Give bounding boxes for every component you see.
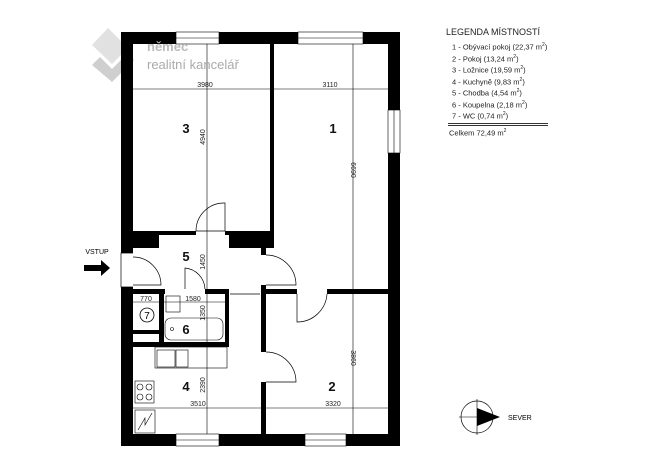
entrance-arrow-icon <box>84 260 110 276</box>
legend-divider <box>448 122 548 126</box>
dim-1350: 1350 <box>200 305 207 321</box>
dim-3110: 3110 <box>322 82 337 89</box>
legend-item: 4 - Kuchyně (9,83 m2) <box>452 76 525 87</box>
dim-1450: 1450 <box>200 254 207 270</box>
dim-6690: 6690 <box>349 162 356 178</box>
room-4-label: 4 <box>182 379 190 394</box>
room-5-label: 5 <box>182 249 189 264</box>
dim-1580: 1580 <box>185 296 201 303</box>
dim-3320: 3320 <box>325 401 341 408</box>
washbasin <box>165 295 181 313</box>
dim-4940: 4940 <box>200 129 207 145</box>
legend-item: 6 - Koupelna (2,18 m2) <box>452 99 528 110</box>
walls <box>121 32 400 446</box>
room-7-circle <box>139 307 155 323</box>
compass-icon <box>459 399 500 435</box>
dim-3860: 3860 <box>349 350 356 366</box>
room-legend: LEGENDA MÍSTNOSTÍ 1 - Obývací pokoj (22,… <box>446 27 548 137</box>
legend-total: Celkem 72,49 m2 <box>449 127 507 138</box>
sink <box>156 349 176 368</box>
bathtub <box>164 317 224 341</box>
windows <box>175 31 401 447</box>
room-1-label: 1 <box>329 121 336 136</box>
dimension-lines <box>133 44 388 434</box>
legend-item: 2 - Pokoj (13,24 m2) <box>452 53 519 64</box>
dim-3980: 3980 <box>197 82 213 89</box>
dim-770: 770 <box>140 296 152 303</box>
legend-item: 5 - Chodba (4,54 m2) <box>452 88 522 98</box>
room-7-label: 7 <box>144 311 150 322</box>
legend-item: 1 - Obývací pokoj (22,37 m2) <box>452 42 548 52</box>
legend-title: LEGENDA MÍSTNOSTÍ <box>446 27 541 37</box>
logo-name: němec <box>147 39 188 54</box>
legend-item: 3 - Ložnice (19,59 m2) <box>452 65 526 75</box>
dim-2390: 2390 <box>200 377 207 393</box>
room-3-label: 3 <box>182 121 189 136</box>
compass-label: SEVER <box>508 415 532 422</box>
entrance-label: VSTUP <box>85 249 109 256</box>
room-6-label: 6 <box>182 322 189 337</box>
legend-item: 7 - WC (0,74 m2) <box>452 111 509 121</box>
stove <box>134 380 155 404</box>
fixtures <box>134 295 228 434</box>
logo-tagline: realitní kancelář <box>147 57 239 72</box>
doors <box>120 202 328 383</box>
room-2-label: 2 <box>328 379 335 394</box>
kitchen-counter <box>154 346 228 369</box>
dim-3510: 3510 <box>190 401 206 408</box>
